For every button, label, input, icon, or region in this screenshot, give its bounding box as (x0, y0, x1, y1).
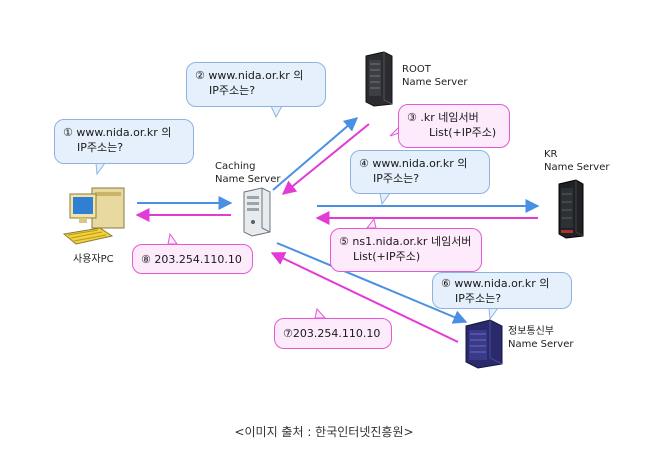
node-label-line: Name Server (215, 174, 281, 185)
image-source-caption: <이미지 출처 : 한국인터넷진흥원> (234, 425, 414, 439)
kr-server-icon (558, 179, 584, 239)
bubble-line: 203.254.110.10 (292, 327, 381, 340)
node-label-line: Name Server (402, 77, 468, 88)
node-label-line: Caching (215, 161, 256, 172)
bubble-line: ns1.nida.or.kr 네임서버 (352, 235, 472, 248)
bubble-query-6: ⑥ www.nida.or.kr 의 IP주소는? (432, 272, 572, 309)
bubble-line: www.nida.or.kr 의 (372, 157, 468, 170)
arrow-info-to-caching (270, 252, 459, 343)
step-number: ② (195, 69, 205, 82)
node-label-line: ROOT (402, 64, 431, 75)
bubble-line: www.nida.or.kr 의 (76, 126, 172, 139)
bubble-query-1: ① www.nida.or.kr 의 IP주소는? (54, 119, 194, 164)
step-number: ④ (359, 157, 369, 170)
bubble-answer-8: ⑧ 203.254.110.10 (132, 244, 253, 274)
step-number: ① (63, 126, 73, 139)
arrow-caching-to-root (272, 117, 359, 191)
root-server-icon (365, 51, 393, 107)
bubble-line: IP주소는? (373, 172, 420, 185)
arrow-root-to-caching (281, 123, 370, 195)
step-number: ⑤ (339, 235, 349, 248)
bubble-answer-7: ⑦203.254.110.10 (274, 318, 392, 349)
bubble-answer-5: ⑤ ns1.nida.or.kr 네임서버 List(+IP주소) (330, 228, 482, 272)
info-server-icon (465, 319, 503, 369)
node-label-line: 정보통신부 (508, 326, 554, 337)
bubble-query-4: ④ www.nida.or.kr 의 IP주소는? (350, 150, 490, 194)
bubble-line: www.nida.or.kr 의 (208, 69, 304, 82)
node-label-line: KR (544, 149, 558, 160)
kr-label: KR Name Server (544, 148, 609, 174)
arrow-caching-to-info (276, 242, 468, 324)
step-number: ⑧ (141, 253, 151, 266)
bubble-line: 203.254.110.10 (154, 253, 242, 266)
step-number: ⑥ (441, 277, 451, 290)
step-number: ⑦ (283, 327, 293, 340)
bubble-line: IP주소는? (77, 141, 124, 154)
bubble-line: List(+IP주소) (353, 250, 421, 263)
bubble-line: List(+IP주소) (429, 126, 497, 139)
bubble-line: .kr 네임서버 (420, 111, 479, 124)
node-label-line: Name Server (544, 162, 610, 173)
pc-label: 사용자PC (73, 254, 114, 265)
user-pc-icon (62, 187, 125, 245)
root-label: ROOT Name Server (402, 63, 467, 89)
bubble-line: IP주소는? (455, 292, 502, 305)
bubble-line: www.nida.or.kr 의 (454, 277, 550, 290)
caching-label: Caching Name Server (215, 160, 280, 186)
node-label-line: Name Server (508, 339, 574, 350)
bubble-answer-3: ③ .kr 네임서버 List(+IP주소) (398, 104, 510, 148)
bubble-query-2: ② www.nida.or.kr 의 IP주소는? (186, 62, 326, 107)
caching-server-icon (243, 187, 271, 237)
info-label: 정보통신부 Name Server (508, 325, 573, 351)
bubble-line: IP주소는? (209, 84, 256, 97)
step-number: ③ (407, 111, 417, 124)
